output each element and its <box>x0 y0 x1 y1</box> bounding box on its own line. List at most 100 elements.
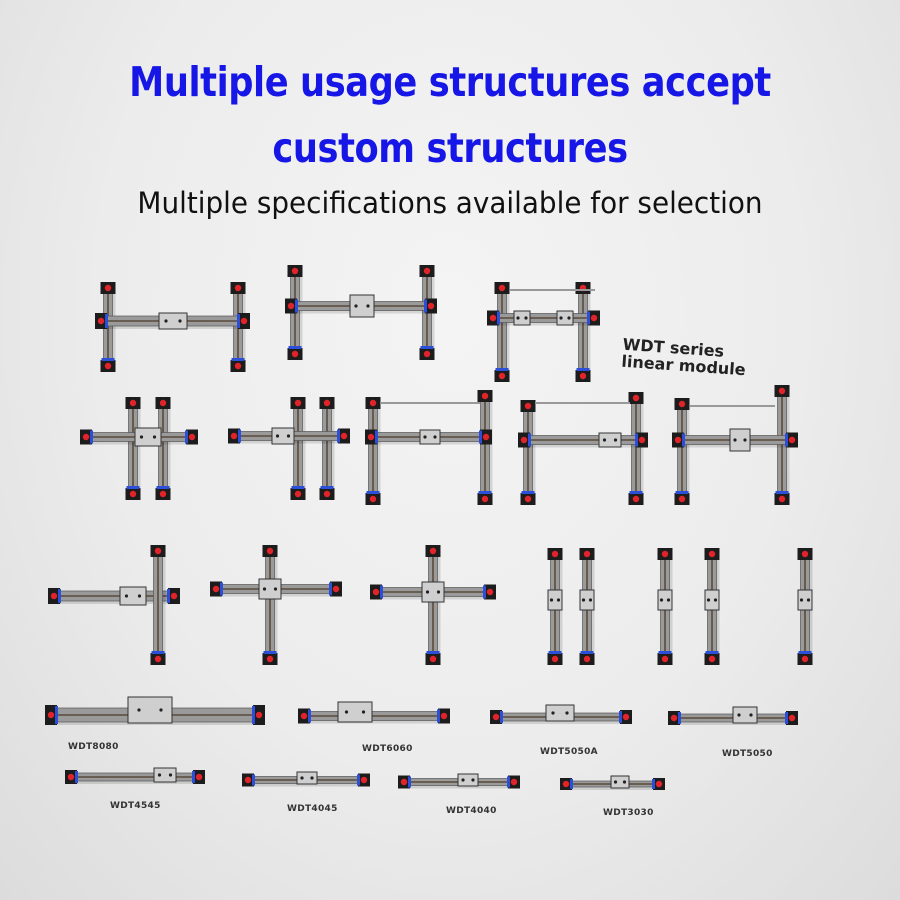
motor-dot <box>340 432 348 440</box>
motor-dot <box>47 711 55 719</box>
bolt <box>366 304 370 308</box>
blue-plate <box>629 491 643 494</box>
blue-plate <box>126 486 140 489</box>
carriage <box>127 696 173 724</box>
blue-plate <box>220 582 223 596</box>
motor-dot <box>551 655 559 663</box>
motor-dot <box>482 433 490 441</box>
blue-plate <box>237 314 240 328</box>
bolt <box>344 710 349 714</box>
motor-dot <box>291 267 299 275</box>
motor-dot <box>622 713 630 721</box>
motor-dot <box>369 399 377 407</box>
blue-plate <box>798 651 812 654</box>
motor-dot <box>323 490 331 498</box>
blue-plate <box>521 491 535 494</box>
motor-dot <box>230 432 238 440</box>
motor-dot <box>266 655 274 663</box>
carriage <box>421 581 445 603</box>
blue-plate <box>308 709 311 723</box>
motor-dot <box>323 399 331 407</box>
bolt <box>310 776 314 780</box>
bolt <box>565 711 569 715</box>
motor-dot <box>510 778 518 786</box>
bolt <box>152 435 157 439</box>
carriage <box>349 294 375 318</box>
carriage <box>657 589 673 611</box>
motor-dot <box>481 495 489 503</box>
motor-dot <box>234 362 242 370</box>
blue-plate <box>576 368 590 371</box>
blue-plate <box>500 711 503 723</box>
motor-dot <box>429 655 437 663</box>
blue-plate <box>479 430 482 444</box>
motor-dot <box>67 773 75 781</box>
motor-dot <box>801 655 809 663</box>
bolt <box>300 776 304 780</box>
blue-plate <box>366 491 380 494</box>
motor-dot <box>294 399 302 407</box>
motor-dot <box>423 350 431 358</box>
motor-dot <box>708 655 716 663</box>
bolt <box>806 598 811 602</box>
blue-plate <box>507 776 510 788</box>
motor-dot <box>788 714 796 722</box>
carriage <box>547 589 563 611</box>
blue-plate <box>675 491 689 494</box>
bolt <box>124 594 129 598</box>
bolt <box>622 780 627 784</box>
blue-plate <box>497 311 500 325</box>
blue-plate <box>320 486 334 489</box>
motor-dot <box>212 585 220 593</box>
motor-dot <box>427 302 435 310</box>
bolt <box>433 435 437 439</box>
carriage <box>513 310 531 326</box>
bolt <box>706 598 711 602</box>
bolt <box>567 316 571 320</box>
blue-plate <box>426 651 440 654</box>
motor-dot <box>244 776 252 784</box>
motor-dot <box>104 362 112 370</box>
blue-plate <box>775 491 789 494</box>
motor-dot <box>551 550 559 558</box>
blue-plate <box>619 711 622 723</box>
blue-plate <box>437 709 440 723</box>
motor-dot <box>524 402 532 410</box>
model-label-wdt4045: WDT4045 <box>287 804 338 814</box>
motor-dot <box>678 400 686 408</box>
carriage <box>545 704 575 722</box>
motor-dot <box>638 436 646 444</box>
blue-plate <box>408 776 411 788</box>
blue-plate <box>528 433 531 447</box>
blue-plate <box>635 433 638 447</box>
motor-dot <box>154 547 162 555</box>
blue-plate <box>658 651 672 654</box>
motor-dot <box>583 655 591 663</box>
blue-plate <box>252 706 255 724</box>
motor-dot <box>159 490 167 498</box>
bolt <box>354 304 358 308</box>
motor-dot <box>678 495 686 503</box>
carriage <box>134 427 162 447</box>
bolt <box>286 434 291 438</box>
model-label-wdt4545: WDT4545 <box>110 801 161 811</box>
blue-plate <box>295 299 298 313</box>
carriage <box>556 310 574 326</box>
motor-dot <box>300 712 308 720</box>
motor-dot <box>590 314 598 322</box>
blue-plate <box>570 779 573 789</box>
bolt <box>743 438 747 442</box>
motor-dot <box>255 711 263 719</box>
carriage <box>258 578 282 600</box>
carriage <box>704 589 720 611</box>
motor-dot <box>367 433 375 441</box>
blue-plate <box>75 771 78 783</box>
carriage <box>610 775 630 789</box>
model-label-wdt6060: WDT6060 <box>362 744 413 754</box>
blue-plate <box>548 651 562 654</box>
bolt <box>436 590 441 594</box>
blue-plate <box>238 429 241 443</box>
blue-plate <box>495 368 509 371</box>
motor-dot <box>266 547 274 555</box>
blue-plate <box>291 486 305 489</box>
